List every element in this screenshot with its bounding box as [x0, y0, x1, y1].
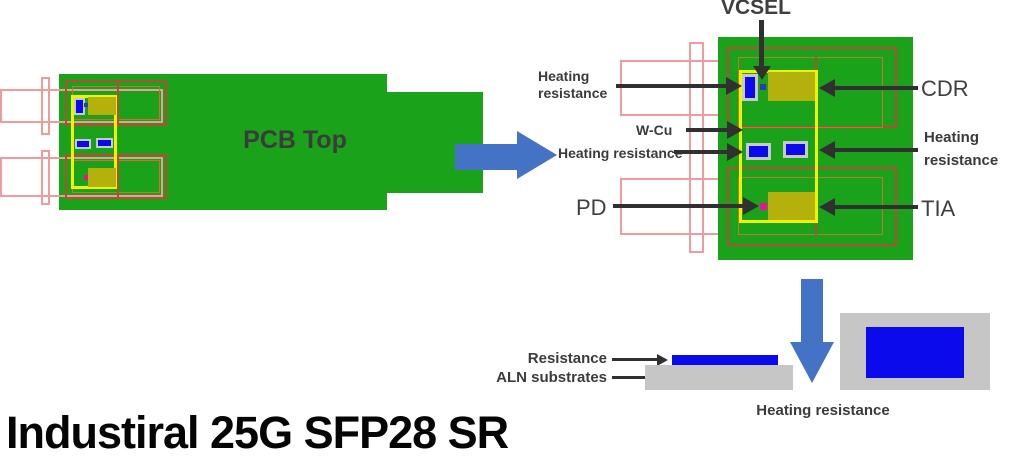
resistance-label: Resistance — [527, 350, 607, 367]
heating-resistance-left-label: Heating resistance — [558, 145, 683, 161]
pad-frame-yellow — [71, 95, 117, 189]
cdr-chip-overview — [88, 97, 116, 115]
wcu-arrow-head-icon — [727, 121, 743, 139]
aln-arrow-icon — [612, 376, 660, 379]
heating-resistance-pad-right — [96, 138, 113, 148]
pd-label: PD — [576, 195, 607, 220]
resistance-arrow-head-icon — [657, 354, 668, 366]
heating-right-arrow-head-icon — [819, 141, 835, 159]
detail-connector-pin-bar — [689, 42, 704, 253]
connector-outline-bottom — [0, 157, 163, 197]
heating-resistance-top-label: Heating resistance — [538, 68, 607, 102]
pcb-top-edge-tab — [387, 92, 483, 193]
detail-laser-driver-pad — [742, 74, 758, 101]
arrow-right-icon — [455, 144, 518, 170]
heating-resistance-right-line1: Heating — [924, 129, 980, 146]
pd-arrow-head-icon — [743, 197, 759, 215]
pd-chip-overview — [84, 175, 89, 180]
detail-heating-pad-left — [746, 143, 771, 160]
aln-substrate-block — [645, 365, 793, 390]
connector-pin-bar-bottom — [41, 150, 50, 205]
heater-blue-block — [866, 327, 964, 378]
cdr-arrow-icon — [834, 86, 918, 90]
detail-connector-outline-top — [620, 60, 727, 116]
connector-pin-bar-top — [41, 77, 50, 135]
vcsel-arrow-icon — [759, 20, 764, 67]
heating-top-arrow-head-icon — [726, 77, 742, 95]
detail-heating-pad-right — [783, 141, 808, 158]
heating-resistance-right-line2: resistance — [924, 152, 999, 169]
tia-arrow-head-icon — [819, 198, 835, 216]
cdr-arrow-head-icon — [819, 79, 835, 97]
arrow-down-head-icon — [790, 342, 834, 383]
pd-arrow-icon — [613, 204, 744, 208]
tia-chip-overview — [88, 168, 116, 187]
heating-resistance-bottom-label: Heating resistance — [756, 402, 890, 419]
heating-left-arrow-icon — [674, 150, 728, 154]
detail-tia-chip — [768, 192, 815, 220]
pcb-top-label: PCB Top — [243, 126, 347, 154]
vcsel-arrow-head-icon — [753, 66, 771, 80]
arrow-down-icon — [801, 279, 823, 343]
tia-label: TIA — [921, 196, 956, 221]
connector-outline-top — [0, 89, 163, 123]
tia-arrow-icon — [834, 205, 918, 209]
wcu-arrow-icon — [686, 128, 728, 132]
heating-resistance-right-label: Heating resistance — [924, 126, 998, 172]
heating-left-arrow-head-icon — [727, 143, 743, 161]
heating-right-arrow-icon — [834, 148, 918, 152]
footprint-divider-bottom — [117, 154, 119, 199]
vcsel-chip — [84, 103, 88, 107]
heating-top-arrow-icon — [616, 84, 726, 88]
aln-substrates-label: ALN substrates — [496, 369, 607, 386]
detail-cdr-chip — [768, 72, 815, 101]
resistance-arrow-icon — [612, 358, 660, 361]
vcsel-label: VCSEL — [721, 0, 792, 19]
arrow-right-head-icon — [517, 131, 557, 179]
detail-pd-chip — [760, 203, 767, 210]
resistance-layer — [672, 355, 778, 365]
laser-driver-pad — [74, 98, 85, 115]
heating-resistance-top-line1: Heating — [538, 68, 590, 84]
heating-resistance-top-line2: resistance — [538, 85, 608, 101]
figure-title: Industiral 25G SFP28 SR — [6, 407, 509, 458]
heating-resistance-pad-left — [75, 139, 91, 149]
wcu-label: W-Cu — [636, 122, 673, 138]
detail-vcsel-chip — [760, 84, 766, 90]
footprint-divider-top — [117, 80, 119, 126]
cdr-label: CDR — [921, 76, 969, 101]
